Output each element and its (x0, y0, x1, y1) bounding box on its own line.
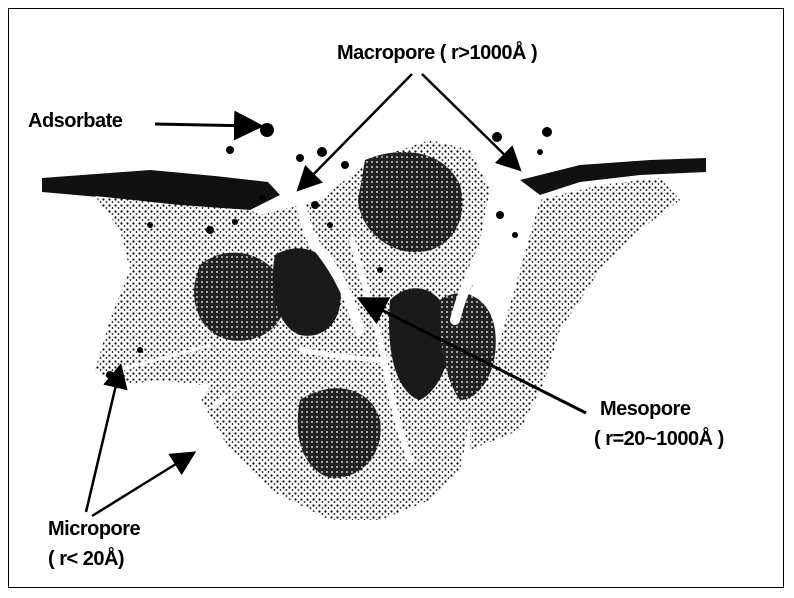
micropore-arrow-lower (92, 454, 192, 516)
micropore-range-label: ( r< 20Å) (48, 548, 124, 570)
mesopore-name-label: Mesopore (600, 398, 690, 420)
macropore-label: Macropore ( r>1000Å ) (337, 42, 537, 64)
micropore-name-label: Micropore (48, 518, 140, 540)
mesopore-range-label: ( r=20~1000Å ) (594, 428, 724, 450)
adsorbate-label: Adsorbate (28, 110, 122, 132)
adsorbate-arrow (155, 124, 258, 126)
micropore-arrow-upper (86, 368, 120, 512)
